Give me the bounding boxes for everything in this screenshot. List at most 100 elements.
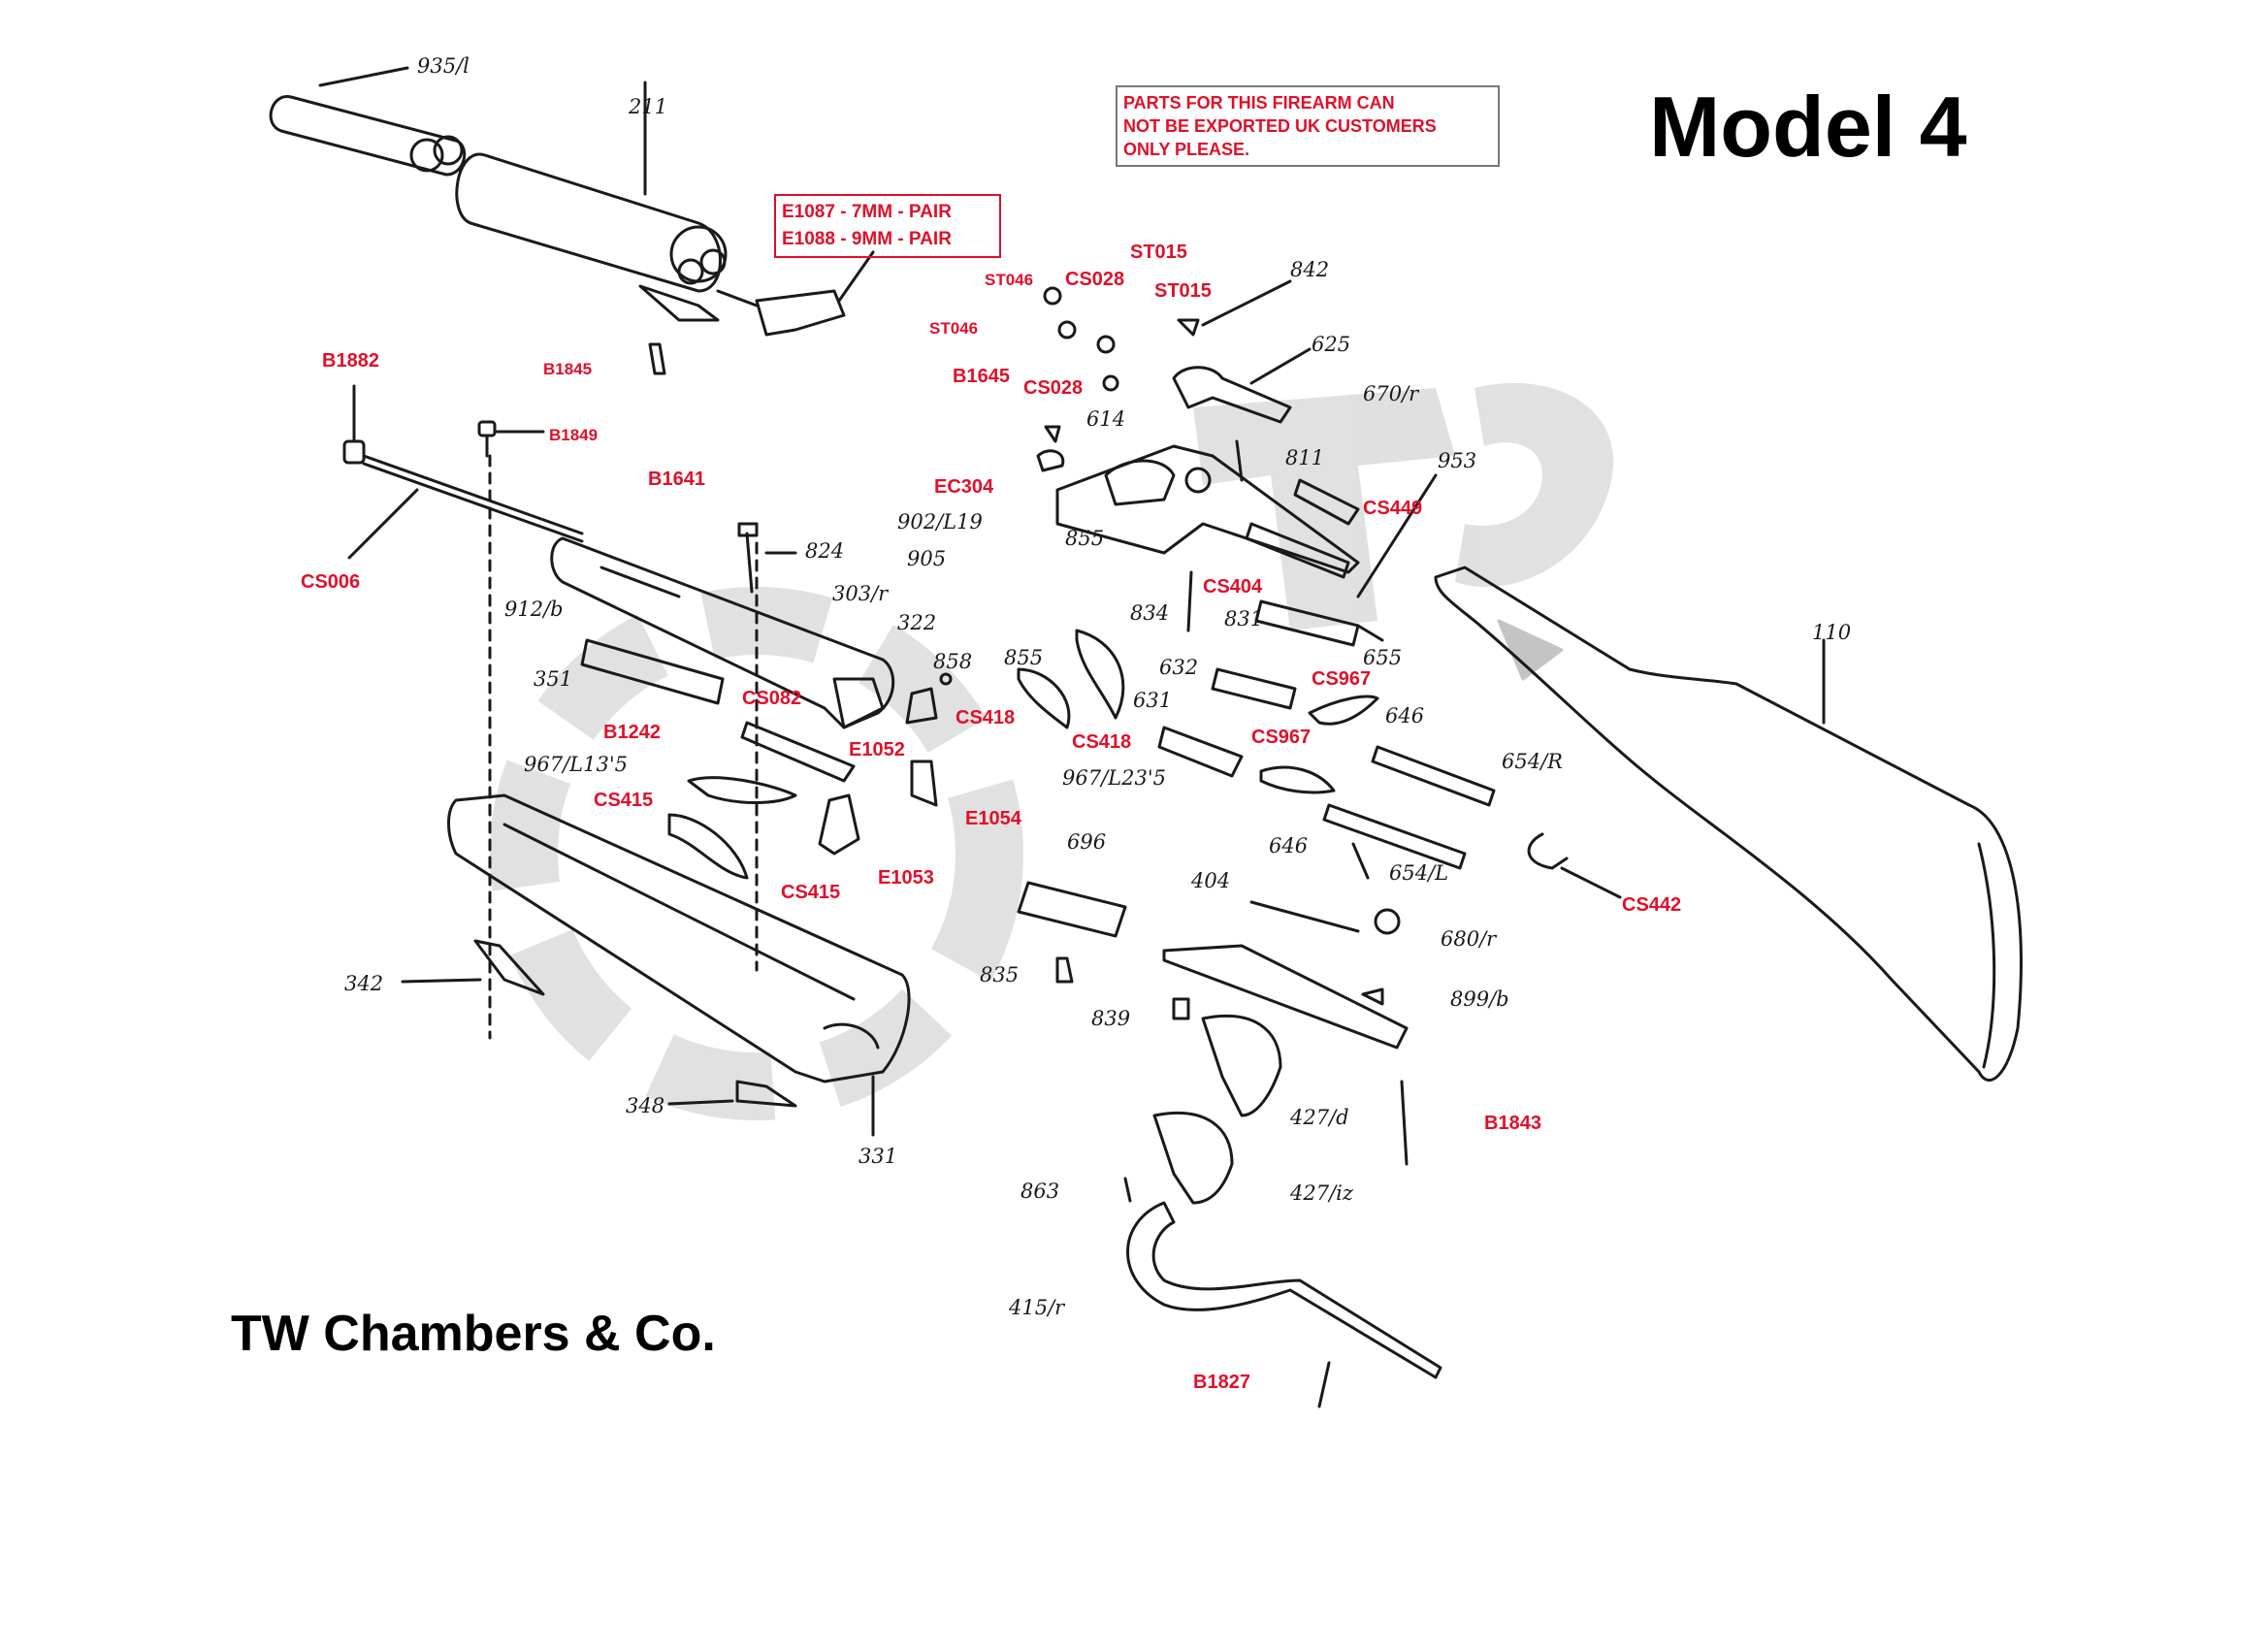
part-614-lock-body: [1055, 444, 1360, 574]
part-211-barrel: [455, 81, 728, 322]
part-label: B1827: [1193, 1372, 1250, 1393]
part-label: B1845: [543, 360, 593, 378]
part-label: E1053: [878, 867, 934, 889]
part-331-forend: [447, 793, 911, 1137]
part-858: [939, 672, 953, 686]
part-label: 654/R: [1502, 750, 1563, 773]
part-label: CS418: [956, 707, 1016, 728]
part-b1845-screw: [648, 342, 666, 375]
part-b1645-screw: [1044, 425, 1061, 443]
part-label: ST046: [985, 271, 1034, 289]
part-322: [905, 687, 938, 725]
part-cs415-spring: [687, 776, 797, 804]
part-label: B1645: [953, 366, 1010, 387]
part-label: 415/r: [1009, 1296, 1065, 1319]
part-839: [1172, 997, 1190, 1020]
part-label: 331: [859, 1145, 898, 1168]
part-label: E1054: [965, 808, 1021, 829]
part-label: CS028: [1065, 269, 1125, 290]
part-110-stock: [1434, 566, 2023, 1083]
part-label: E1052: [849, 739, 905, 760]
part-label: 824: [805, 539, 845, 563]
part-348: [735, 1080, 797, 1108]
model-title: Model 4: [1649, 79, 1967, 175]
part-label: 632: [1159, 656, 1199, 679]
part-label: 625: [1312, 333, 1351, 356]
part-label: 902/L19: [897, 510, 983, 534]
part-811-pin: [1235, 439, 1244, 482]
part-label: 654/L: [1389, 861, 1449, 885]
part-label: 855: [1065, 527, 1105, 550]
part-label: 967/L13'5: [524, 753, 628, 776]
part-cs415-spring: [667, 813, 749, 880]
ammo-note-box: E1087 - 7MM - PAIR E1088 - 9MM - PAIR: [774, 194, 1001, 258]
part-label: B1242: [603, 722, 661, 743]
part-label: CS404: [1203, 576, 1263, 598]
part-label: CS028: [1023, 377, 1084, 399]
export-notice: PARTS FOR THIS FIREARM CAN NOT BE EXPORT…: [1116, 85, 1500, 167]
part-342: [473, 939, 545, 996]
part-824-screw: [737, 522, 797, 594]
part-label: 835: [980, 963, 1020, 986]
part-label: 831: [1224, 607, 1264, 630]
part-label: 839: [1091, 1007, 1131, 1030]
part-e1053: [818, 793, 860, 856]
part-label: 811: [1285, 446, 1325, 469]
part-415r-trigger-guard: [1126, 1201, 1442, 1379]
part-st046-screw: [1043, 286, 1062, 306]
company-name: TW Chambers & Co.: [231, 1306, 716, 1362]
part-label: 404: [1191, 869, 1231, 892]
part-b1827-screw: [1317, 1361, 1331, 1408]
part-label: CS415: [594, 790, 654, 811]
part-label: 905: [907, 547, 947, 570]
part-label: 935/l: [417, 54, 470, 78]
part-label: ST015: [1154, 280, 1212, 302]
part-label: 427/d: [1290, 1106, 1349, 1129]
part-label: 646: [1269, 834, 1309, 857]
part-label: 858: [933, 650, 973, 673]
part-631: [1157, 726, 1244, 778]
part-label: B1882: [322, 350, 379, 372]
part-cs967: [1211, 667, 1297, 710]
part-cs418-spring: [1017, 667, 1071, 729]
part-label: 342: [344, 972, 384, 995]
part-label: 834: [1130, 601, 1170, 625]
part-label: CS006: [301, 571, 361, 593]
part-842-screw: [1177, 279, 1292, 337]
part-label: B1843: [1484, 1113, 1541, 1134]
part-label: 680/r: [1441, 927, 1497, 951]
part-831: [1254, 599, 1360, 647]
part-cs418-spring: [1075, 629, 1125, 720]
part-680r-safety: [1249, 900, 1401, 935]
part-label: 899/b: [1450, 987, 1509, 1011]
notice-line: PARTS FOR THIS FIREARM CAN: [1123, 93, 1395, 113]
part-899b: [1361, 987, 1384, 1006]
part-427d-trigger: [1201, 1014, 1282, 1117]
part-b1843-screw: [1400, 1080, 1409, 1166]
part-cs449: [1245, 522, 1350, 579]
part-427iz-trigger: [1152, 1111, 1234, 1205]
part-label: 211: [629, 95, 668, 118]
part-e1087-e1088-extractor: [716, 250, 875, 337]
part-label: 855: [1004, 646, 1044, 669]
part-label: 303/r: [832, 582, 889, 605]
part-label: 842: [1290, 258, 1330, 281]
part-351-plate: [580, 638, 725, 705]
part-label: 967/L23'5: [1062, 766, 1166, 790]
part-label: CS967: [1251, 727, 1312, 748]
part-654l: [1322, 803, 1467, 870]
part-b1882-cs006-rod: [342, 384, 584, 560]
part-label: 631: [1133, 689, 1173, 712]
part-label: 655: [1363, 646, 1403, 669]
part-label: 646: [1385, 704, 1425, 728]
part-625-hammer: [1172, 347, 1312, 424]
part-646-spring: [1308, 695, 1379, 726]
part-label: CS967: [1312, 668, 1372, 690]
part-label: 351: [534, 667, 573, 691]
part-label: B1849: [549, 426, 599, 444]
part-label: CS449: [1363, 498, 1423, 519]
part-cs028-screw: [1057, 320, 1077, 340]
part-label: 696: [1067, 830, 1107, 854]
ammo-line: E1088 - 9MM - PAIR: [782, 229, 952, 249]
part-label: B1641: [648, 469, 705, 490]
